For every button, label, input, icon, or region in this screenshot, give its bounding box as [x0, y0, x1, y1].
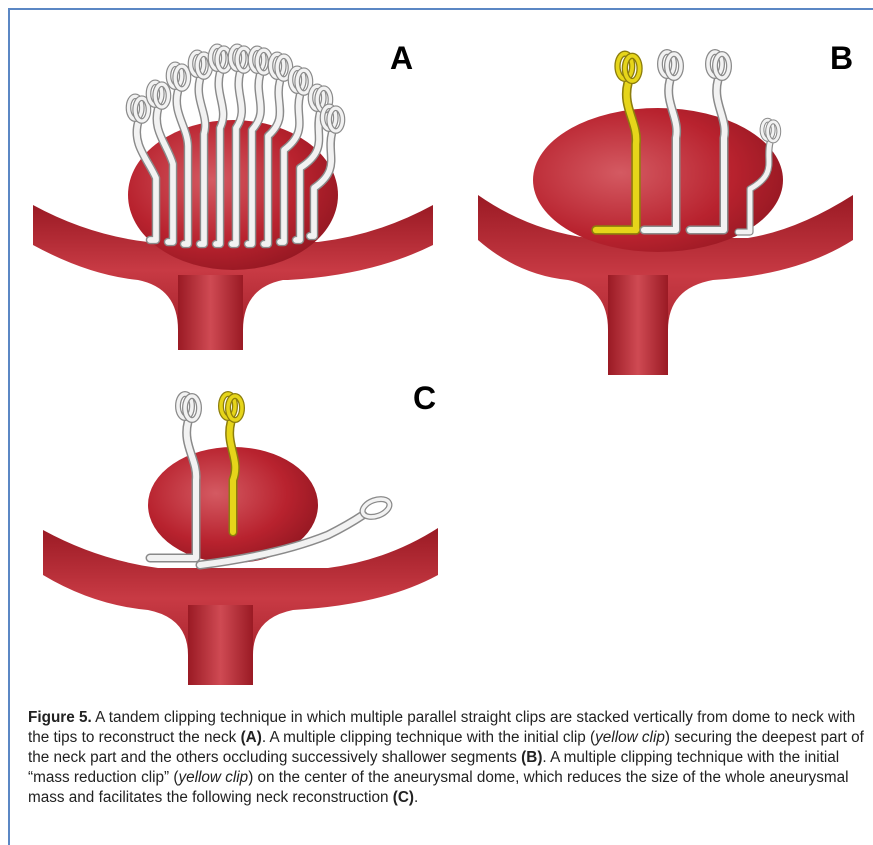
- caption-yellow-clip-2: yellow clip: [178, 769, 248, 786]
- panel-c: C: [28, 380, 468, 690]
- panel-label-b: B: [830, 40, 853, 77]
- figure-label: Figure 5.: [28, 709, 92, 726]
- panel-label-a: A: [390, 40, 413, 77]
- caption-ref-b: (B): [521, 749, 542, 766]
- caption-ref-c: (C): [393, 789, 414, 806]
- caption-ref-a: (A): [241, 729, 262, 746]
- panel-c-illustration: [28, 380, 468, 690]
- caption-text-6: .: [414, 789, 418, 806]
- figure-caption: Figure 5. A tandem clipping technique in…: [28, 708, 864, 808]
- caption-yellow-clip-1: yellow clip: [595, 729, 665, 746]
- panel-a: A: [28, 30, 438, 350]
- caption-text-2: . A multiple clipping technique with the…: [262, 729, 595, 746]
- panel-b-illustration: [458, 30, 864, 380]
- panel-b: B: [458, 30, 864, 380]
- panel-label-c: C: [413, 380, 436, 417]
- panel-a-illustration: [28, 30, 438, 350]
